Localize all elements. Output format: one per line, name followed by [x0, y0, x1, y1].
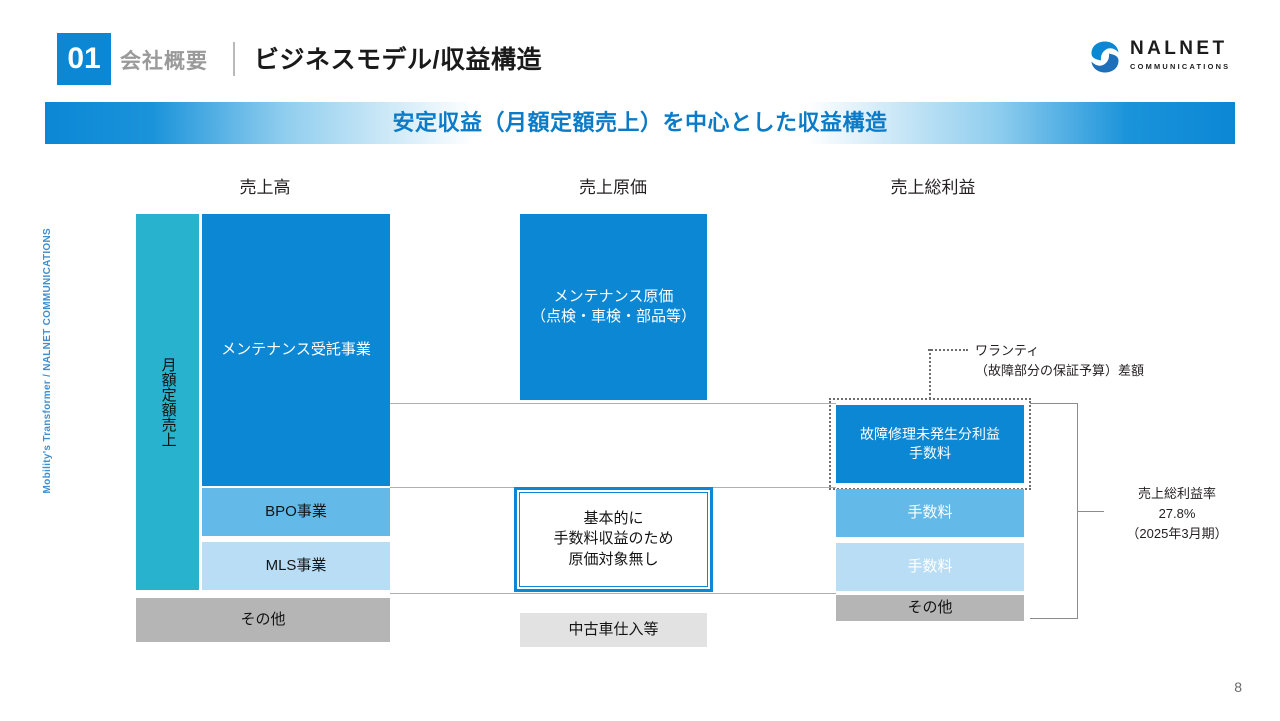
logo-name: NALNET — [1130, 38, 1228, 59]
connector-line-bottom — [390, 593, 836, 594]
revenue-block-mls: MLS事業 — [202, 542, 390, 590]
warranty-callout-leader-stem — [929, 349, 932, 399]
revenue-block-bpo: BPO事業 — [202, 488, 390, 536]
column-header-revenue: 売上高 — [239, 178, 291, 197]
warranty-callout-text: ワランティ （故障部分の保証予算）差額 — [975, 343, 1145, 378]
column-header-gross-profit: 売上総利益 — [890, 178, 976, 197]
company-logo: NALNET COMMUNICATIONS — [1088, 38, 1248, 82]
revenue-monthly-recurring-band: 月額定額売上 — [136, 214, 199, 590]
connector-line-top — [390, 403, 836, 404]
cost-block-maintenance-cost: メンテナンス原価 （点検・車検・部品等） — [520, 214, 707, 400]
revenue-block-other: その他 — [136, 598, 390, 642]
slide-side-branding: Mobility's Transformer / NALNET COMMUNIC… — [42, 228, 53, 494]
section-number-badge: 01 — [57, 33, 111, 85]
column-header-cost: 売上原価 — [579, 178, 647, 197]
revenue-block-maintenance: メンテナンス受託事業 — [202, 214, 390, 486]
page-title: ビジネスモデル/収益構造 — [254, 46, 542, 74]
headline-banner-text: 安定収益（月額定額売上）を中心とした収益構造 — [392, 110, 888, 135]
profit-block-fee-mls: 手数料 — [836, 543, 1024, 591]
page-number: 8 — [1234, 679, 1242, 695]
profit-block-warranty-profit: 故障修理未発生分利益 手数料 — [836, 405, 1024, 483]
profit-block-fee-bpo: 手数料 — [836, 489, 1024, 537]
cost-block-no-cost-note: 基本的に 手数料収益のため 原価対象無し — [514, 487, 713, 592]
warranty-callout-leader-line — [928, 349, 968, 352]
gross-profit-bracket-stub — [1078, 511, 1104, 512]
profit-block-other: その他 — [836, 595, 1024, 621]
gross-profit-bracket — [1030, 403, 1078, 619]
header-divider — [233, 42, 235, 76]
gross-profit-margin-label: 売上総利益率 27.8% （2025年3月期） — [1126, 486, 1228, 542]
logo-tagline: COMMUNICATIONS — [1130, 62, 1231, 71]
cost-block-used-car-purchase: 中古車仕入等 — [520, 613, 707, 647]
nalnet-swirl-icon — [1088, 40, 1122, 74]
slide-header: 01 会社概要 ビジネスモデル/収益構造 NALNET COMMUNICATIO… — [0, 0, 1280, 92]
logo-wordmark: NALNET COMMUNICATIONS — [1130, 39, 1248, 72]
header-subtitle: 会社概要 — [120, 50, 208, 73]
headline-banner: 安定収益（月額定額売上）を中心とした収益構造 — [45, 102, 1235, 144]
